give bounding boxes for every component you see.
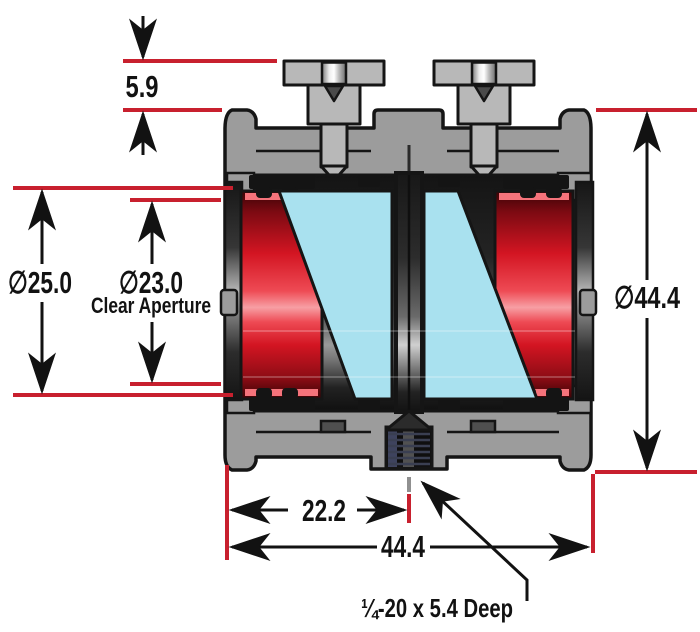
extension-lines-red [13, 59, 697, 560]
screw-cone-right [473, 84, 495, 103]
threaded-hole [384, 409, 434, 492]
dimension-arrows [28, 16, 661, 601]
thumbscrew-right [432, 59, 536, 177]
dim-label-hole-offset: 22.2 [302, 493, 346, 528]
screw-seat-right [469, 419, 497, 434]
screw-shaft-left [320, 61, 348, 86]
dim-label-screw-height: 5.9 [126, 69, 159, 104]
screw-seat-left [319, 419, 347, 434]
inner-ledge-lines [256, 149, 559, 434]
screw-shaft-right [470, 61, 498, 86]
tapped-hole-label: ¼-20 x 5.4 Deep [361, 593, 513, 623]
drill-point [384, 409, 434, 432]
thread-lines [388, 432, 430, 466]
holder-left-bottom-ring [245, 389, 318, 396]
thumbscrew-left [282, 59, 386, 177]
dim-label-clear-aperture-dia: ∅23.0 [119, 265, 183, 300]
thread-center-shine [403, 428, 414, 467]
screw-cone-left [323, 84, 345, 103]
cylinder-highlights [243, 330, 575, 378]
dim-label-housing-dia: ∅44.4 [614, 280, 681, 315]
clear-aperture-caption: Clear Aperture [91, 293, 211, 318]
center-divider [394, 171, 424, 414]
detent-tab-left [219, 288, 239, 317]
dim-label-outer-dia: ∅25.0 [8, 265, 72, 300]
dim-label-overall-length: 44.4 [381, 529, 426, 564]
thread-blue-shine [388, 428, 397, 467]
detent-tab-right [578, 288, 598, 317]
tapped-hole-leader [420, 480, 529, 601]
prism-left [277, 189, 394, 401]
